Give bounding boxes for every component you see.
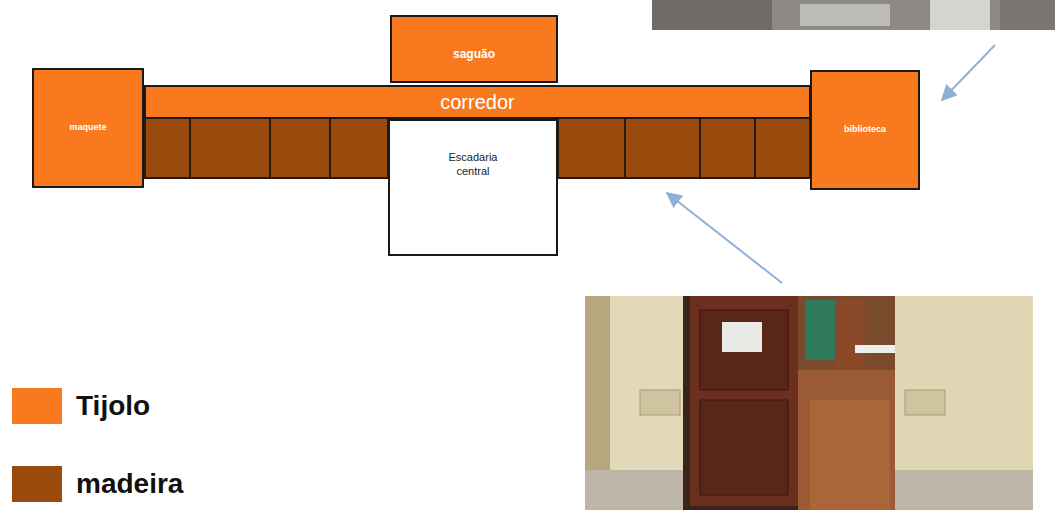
legend-text: madeira — [76, 468, 183, 500]
photo-top — [652, 0, 1055, 30]
legend-swatch — [12, 466, 62, 502]
room-label: maquete — [69, 122, 106, 133]
wood-rooms-left — [145, 118, 388, 178]
legend-row: Tijolo — [12, 388, 150, 424]
room-label: Escadaria central — [438, 151, 508, 179]
room-label: saguão — [453, 47, 495, 62]
room-label: corredor — [440, 90, 514, 115]
leader-arrow — [942, 45, 995, 100]
legend-row: madeira — [12, 466, 183, 502]
room-label: biblioteca — [844, 124, 886, 135]
photo-bottom — [585, 296, 1033, 510]
model-room-box: maquete — [32, 68, 144, 188]
lobby-box: saguão — [390, 15, 558, 83]
library-box: biblioteca — [810, 70, 920, 190]
wood-rooms-right — [558, 118, 810, 178]
stair-box: Escadaria central — [388, 119, 558, 256]
corridor-band: corredor — [144, 85, 811, 119]
legend-swatch — [12, 388, 62, 424]
legend-text: Tijolo — [76, 390, 150, 422]
leader-arrow — [667, 193, 782, 283]
